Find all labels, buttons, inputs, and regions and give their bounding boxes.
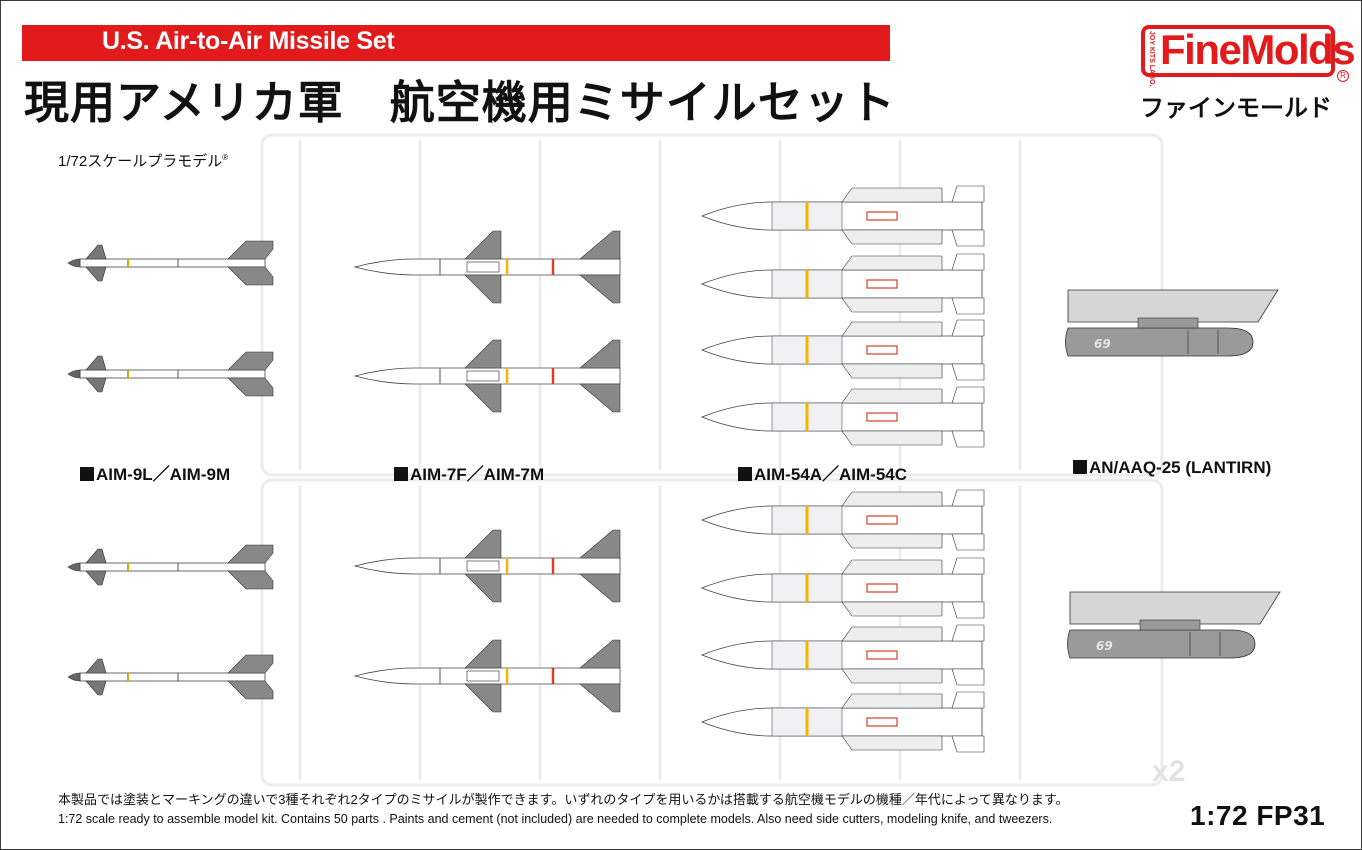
brand-kana: ファインモールド xyxy=(1140,95,1332,122)
description-japanese: 本製品では塗装とマーキングの違いで3種それぞれ2タイプのミサイルが製作できます。… xyxy=(58,792,1069,807)
label-lantirn: AN/AAQ-25 (LANTIRN) xyxy=(1073,458,1271,478)
aim7-missile-1 xyxy=(353,229,622,305)
square-bullet-icon xyxy=(738,467,752,481)
square-bullet-icon xyxy=(394,467,408,481)
label-lantirn-text: AN/AAQ-25 (LANTIRN) xyxy=(1089,458,1272,477)
aim54-missile-2 xyxy=(700,252,986,316)
aim9-missile-2 xyxy=(67,351,274,397)
brand-logo-subtext: JOY KITS LABO. xyxy=(1148,31,1155,87)
title-banner xyxy=(22,25,890,61)
brand-logo-box xyxy=(1141,25,1335,77)
square-bullet-icon xyxy=(80,467,94,481)
aim7-missile-3 xyxy=(353,528,622,604)
label-aim54: AIM-54A／AIM-54C xyxy=(738,460,907,485)
aim54-missile-5 xyxy=(700,488,986,552)
label-aim54-text: AIM-54A／AIM-54C xyxy=(754,465,908,484)
label-aim7-text: AIM-7F／AIM-7M xyxy=(410,465,545,484)
description-english: 1:72 scale ready to assemble model kit. … xyxy=(58,812,1053,826)
aim54-missile-3 xyxy=(700,318,986,382)
sprue-ghost xyxy=(260,133,1164,787)
product-code: 1:72 FP31 xyxy=(1190,800,1326,831)
aim54-missile-6 xyxy=(700,556,986,620)
japanese-title: 現用アメリカ軍 航空機用ミサイルセット xyxy=(24,77,896,128)
english-title: U.S. Air-to-Air Missile Set xyxy=(102,27,395,55)
aim54-missile-4 xyxy=(700,385,986,449)
square-bullet-icon xyxy=(1073,460,1087,474)
pod-marking-2: 69 xyxy=(1096,639,1113,653)
label-aim7: AIM-7F／AIM-7M xyxy=(394,460,544,485)
pod-marking-1: 69 xyxy=(1094,337,1111,351)
aim54-missile-8 xyxy=(700,690,986,754)
brand-logo: FineMolds xyxy=(1160,26,1356,73)
aim9-missile-3 xyxy=(67,544,274,590)
scale-note: 1/72スケールプラモデル® xyxy=(58,150,228,171)
aim54-missile-7 xyxy=(700,623,986,687)
aim7-missile-2 xyxy=(353,338,622,414)
aim7-missile-4 xyxy=(353,638,622,714)
scale-note-mark: ® xyxy=(222,153,229,162)
scale-note-text: 1/72スケールプラモデル xyxy=(58,153,223,170)
aim9-missile-4 xyxy=(67,654,274,700)
label-aim9: AIM-9L／AIM-9M xyxy=(80,460,230,485)
aim54-missile-1 xyxy=(700,184,986,248)
aim9-missile-1 xyxy=(67,240,274,286)
quantity-watermark: x2 xyxy=(1152,755,1186,788)
label-aim9-text: AIM-9L／AIM-9M xyxy=(96,465,231,484)
registered-mark: R xyxy=(1337,70,1349,82)
